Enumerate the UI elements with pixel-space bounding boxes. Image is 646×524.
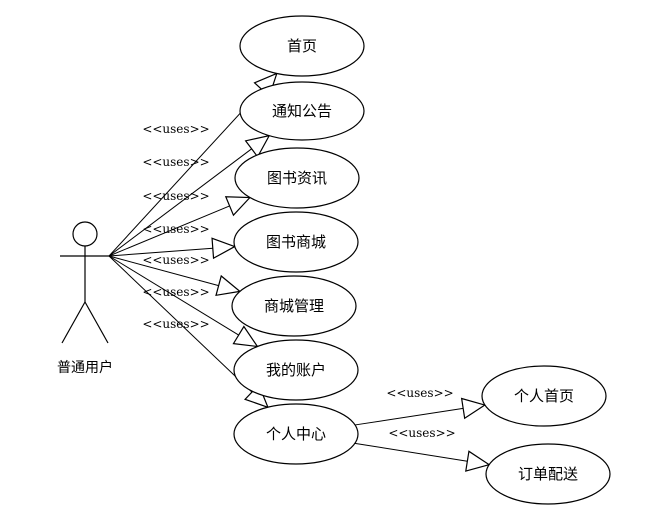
use-case-my-account: 我的账户 bbox=[233, 339, 359, 401]
use-case-ellipse bbox=[239, 81, 365, 141]
use-case-label: 个人中心 bbox=[266, 425, 326, 443]
use-case-personal-center: 个人中心 bbox=[233, 403, 359, 465]
association-notice: <<uses>> bbox=[108, 134, 271, 257]
use-case-ellipse bbox=[231, 275, 357, 337]
actor-right-leg bbox=[84, 301, 109, 344]
use-case-order-delivery: 订单配送 bbox=[485, 443, 611, 505]
arrowhead-icon bbox=[232, 325, 259, 348]
use-case-mall-manage: 商城管理 bbox=[231, 275, 357, 337]
arrowhead-icon bbox=[460, 397, 487, 420]
association-line bbox=[354, 442, 468, 462]
stereotype-label: <<uses>> bbox=[142, 155, 209, 169]
use-case-ellipse bbox=[234, 147, 360, 209]
association-line bbox=[108, 247, 213, 257]
association-mall-manage: <<uses>> bbox=[108, 253, 242, 297]
association-line bbox=[108, 255, 253, 393]
arrowhead-icon bbox=[211, 237, 237, 260]
use-case-personal-home: 个人首页 bbox=[481, 365, 607, 427]
use-case-label: 商城管理 bbox=[264, 297, 324, 315]
use-case-label: 图书商城 bbox=[266, 233, 326, 251]
actor-head bbox=[72, 221, 98, 247]
use-case-ellipse bbox=[233, 403, 359, 465]
association-book-mall: <<uses>> bbox=[108, 222, 237, 260]
stereotype-label: <<uses>> bbox=[142, 122, 209, 136]
use-case-label: 个人首页 bbox=[514, 387, 574, 405]
association-line bbox=[108, 89, 263, 257]
stereotype-label: <<uses>> bbox=[142, 285, 209, 299]
association-line bbox=[108, 255, 239, 336]
use-case-ellipse bbox=[239, 15, 365, 77]
use-case-book-news: 图书资讯 bbox=[234, 147, 360, 209]
use-case-home: 首页 bbox=[239, 15, 365, 77]
arrowhead-icon bbox=[224, 196, 252, 217]
association-line bbox=[108, 255, 219, 287]
association-line bbox=[108, 148, 252, 257]
actor-label: 普通用户 bbox=[57, 359, 113, 376]
association-line bbox=[355, 407, 464, 426]
associations: <<uses>> <<uses>> <<uses>> <<uses>> <<uses>>… bbox=[108, 72, 491, 472]
use-case-notice: 通知公告 bbox=[239, 81, 365, 141]
stereotype-label: <<uses>> bbox=[142, 317, 209, 331]
stereotype-label: <<uses>> bbox=[142, 222, 209, 236]
association-book-news: <<uses>> bbox=[108, 189, 252, 257]
actor: 普通用户 bbox=[57, 221, 113, 376]
arrowhead-icon bbox=[215, 274, 242, 297]
association-personal-center: <<uses>> bbox=[108, 255, 269, 409]
association-line bbox=[108, 205, 230, 257]
association-personal-home: <<uses>> bbox=[355, 386, 487, 426]
actor-left-leg bbox=[61, 301, 86, 344]
use-case-ellipse bbox=[485, 443, 611, 505]
stereotype-label: <<uses>> bbox=[142, 189, 209, 203]
arrowhead-icon bbox=[465, 450, 491, 472]
use-case-label: 图书资讯 bbox=[267, 169, 327, 187]
arrowhead-icon bbox=[244, 134, 271, 158]
stereotype-label: <<uses>> bbox=[386, 386, 453, 400]
stereotype-label: <<uses>> bbox=[142, 253, 209, 267]
use-case-ellipse bbox=[481, 365, 607, 427]
use-case-label: 订单配送 bbox=[518, 465, 578, 483]
association-order-delivery: <<uses>> bbox=[354, 426, 491, 472]
use-case-book-mall: 图书商城 bbox=[233, 211, 359, 273]
use-case-label: 通知公告 bbox=[272, 102, 332, 120]
use-case-ellipse bbox=[233, 211, 359, 273]
use-case-label: 我的账户 bbox=[266, 361, 326, 379]
use-case-ellipse bbox=[233, 339, 359, 401]
stereotype-label: <<uses>> bbox=[388, 426, 455, 440]
association-my-account: <<uses>> bbox=[108, 255, 259, 348]
use-case-label: 首页 bbox=[287, 37, 317, 55]
